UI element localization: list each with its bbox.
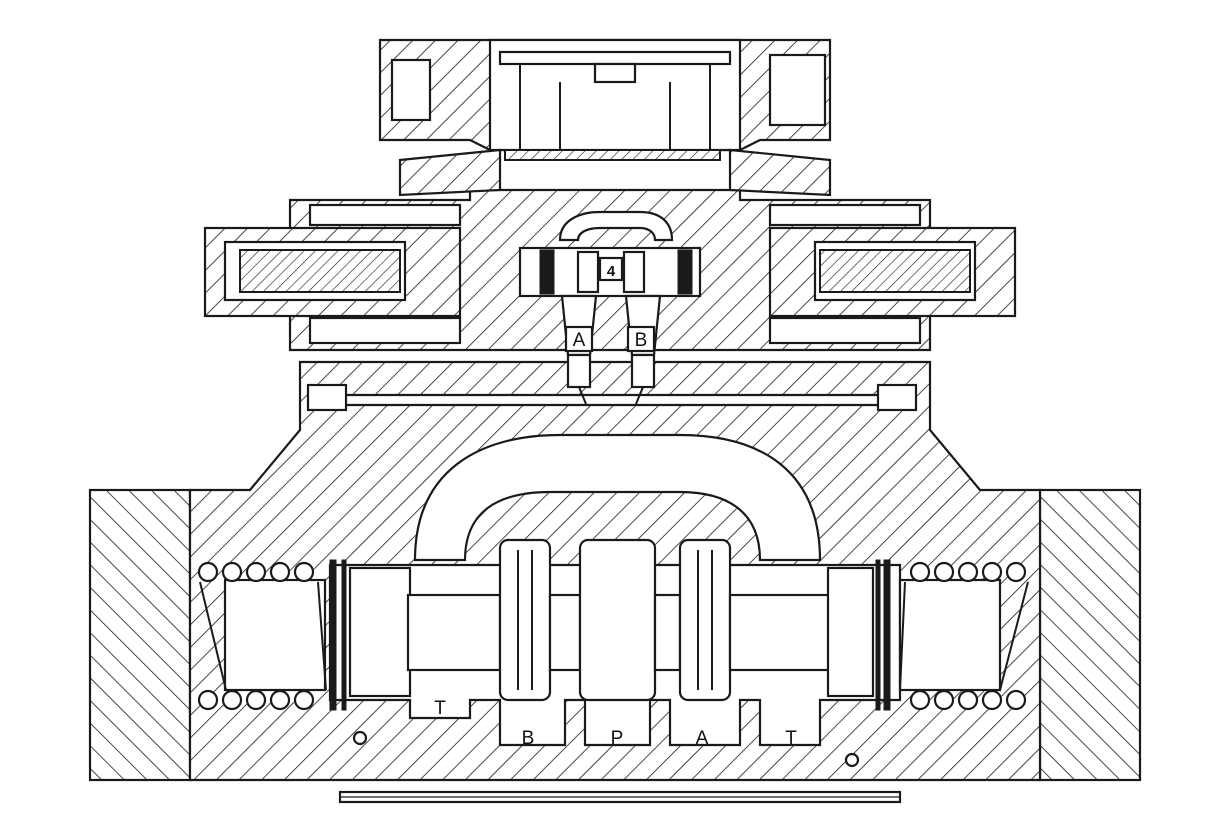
pilot-port-b-label: B bbox=[635, 330, 648, 351]
main-port-t-right-label: T bbox=[785, 728, 797, 749]
main-port-labels: T B P A T bbox=[434, 698, 797, 749]
main-port-t-left-label: T bbox=[434, 698, 446, 719]
pilot-port-labels: A B 4 bbox=[564, 256, 656, 353]
pilot-port-a-label: A bbox=[573, 330, 586, 351]
main-port-p-label: P bbox=[611, 728, 624, 749]
right-end-cap bbox=[1038, 488, 1142, 782]
main-port-b-label: B bbox=[522, 728, 535, 749]
left-end-cap bbox=[88, 488, 192, 782]
pilot-center-label: 4 bbox=[607, 263, 616, 280]
right-centering-spring bbox=[875, 559, 1029, 711]
connector-housing bbox=[378, 38, 832, 197]
pressure-channel bbox=[413, 433, 822, 562]
main-spool bbox=[348, 538, 875, 702]
left-centering-spring bbox=[197, 559, 347, 711]
main-port-a-label: A bbox=[696, 728, 709, 749]
